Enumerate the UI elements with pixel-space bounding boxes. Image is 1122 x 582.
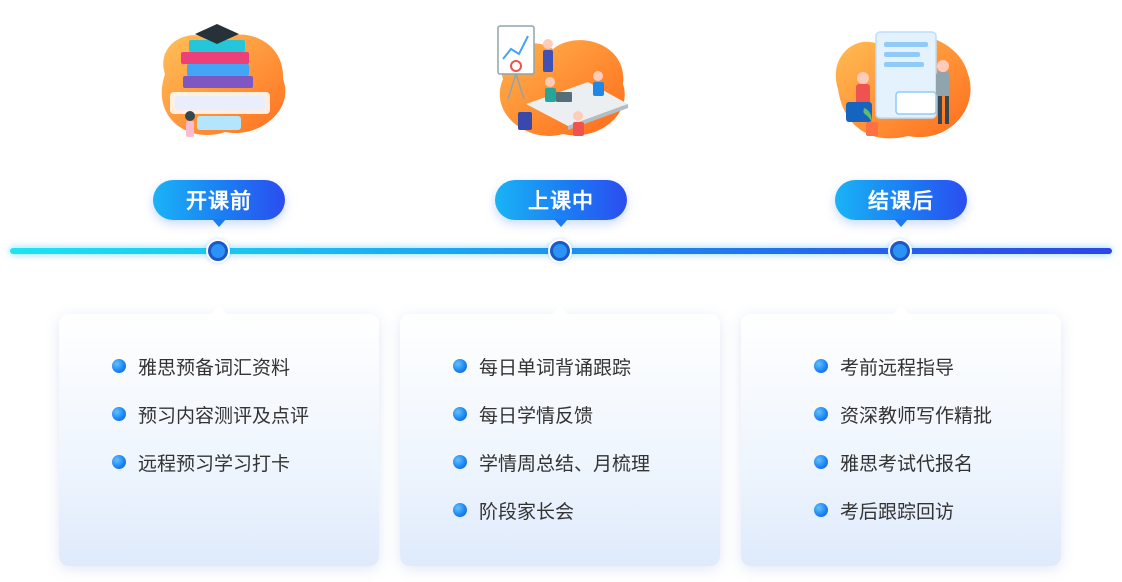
list-item: 雅思预备词汇资料	[112, 354, 309, 379]
bullet-dot-icon	[814, 455, 828, 469]
stage-card-before-class: 雅思预备词汇资料 预习内容测评及点评 远程预习学习打卡	[59, 306, 379, 566]
list-item: 每日学情反馈	[453, 402, 650, 427]
list-item: 预习内容测评及点评	[112, 402, 310, 427]
list-item-text: 预习内容测评及点评	[138, 404, 310, 427]
stage-pill-after-class: 结课后	[835, 180, 967, 227]
bullet-dot-icon	[453, 407, 467, 421]
service-list: 每日单词背诵跟踪 每日学情反馈 学情周总结、月梳理 阶段家长会	[453, 354, 650, 546]
list-item: 每日单词背诵跟踪	[453, 354, 650, 379]
list-item-text: 每日单词背诵跟踪	[479, 356, 632, 379]
bullet-dot-icon	[112, 407, 126, 421]
books-graduation-illustration	[135, 4, 301, 170]
stage-label: 结课后	[868, 189, 934, 213]
online-consultation-illustration	[818, 4, 984, 170]
stage-label: 上课中	[528, 189, 594, 213]
bullet-dot-icon	[814, 359, 828, 373]
service-list: 雅思预备词汇资料 预习内容测评及点评 远程预习学习打卡	[112, 354, 309, 498]
stage-label: 开课前	[186, 189, 252, 213]
timeline-node-after-class	[890, 241, 910, 261]
bullet-dot-icon	[112, 359, 126, 373]
list-item: 考前远程指导	[814, 354, 992, 379]
list-item: 资深教师写作精批	[814, 402, 993, 427]
list-item-text: 学情周总结、月梳理	[479, 452, 651, 475]
list-item-text: 每日学情反馈	[479, 404, 594, 427]
stage-pill-during-class: 上课中	[495, 180, 627, 227]
stage-pill-before-class: 开课前	[153, 180, 285, 227]
list-item: 考后跟踪回访	[814, 498, 992, 523]
list-item: 阶段家长会	[453, 498, 650, 523]
list-item-text: 远程预习学习打卡	[138, 452, 291, 475]
list-item-text: 资深教师写作精批	[840, 404, 993, 427]
list-item-text: 考后跟踪回访	[840, 500, 955, 523]
list-item-text: 雅思考试代报名	[840, 452, 974, 475]
bullet-dot-icon	[453, 455, 467, 469]
service-list: 考前远程指导 资深教师写作精批 雅思考试代报名 考后跟踪回访	[814, 354, 992, 546]
list-item: 雅思考试代报名	[814, 450, 992, 475]
bullet-dot-icon	[453, 503, 467, 517]
timeline-node-before-class	[208, 241, 228, 261]
timeline-node-during-class	[550, 241, 570, 261]
bullet-dot-icon	[453, 359, 467, 373]
bullet-dot-icon	[814, 503, 828, 517]
bullet-dot-icon	[814, 407, 828, 421]
list-item-text: 雅思预备词汇资料	[138, 356, 291, 379]
stage-card-during-class: 每日单词背诵跟踪 每日学情反馈 学情周总结、月梳理 阶段家长会	[400, 306, 720, 566]
list-item-text: 考前远程指导	[840, 356, 955, 379]
bullet-dot-icon	[112, 455, 126, 469]
classroom-meeting-illustration	[478, 4, 644, 170]
list-item: 远程预习学习打卡	[112, 450, 309, 475]
stage-card-after-class: 考前远程指导 资深教师写作精批 雅思考试代报名 考后跟踪回访	[741, 306, 1061, 566]
list-item-text: 阶段家长会	[479, 500, 575, 523]
list-item: 学情周总结、月梳理	[453, 450, 651, 475]
